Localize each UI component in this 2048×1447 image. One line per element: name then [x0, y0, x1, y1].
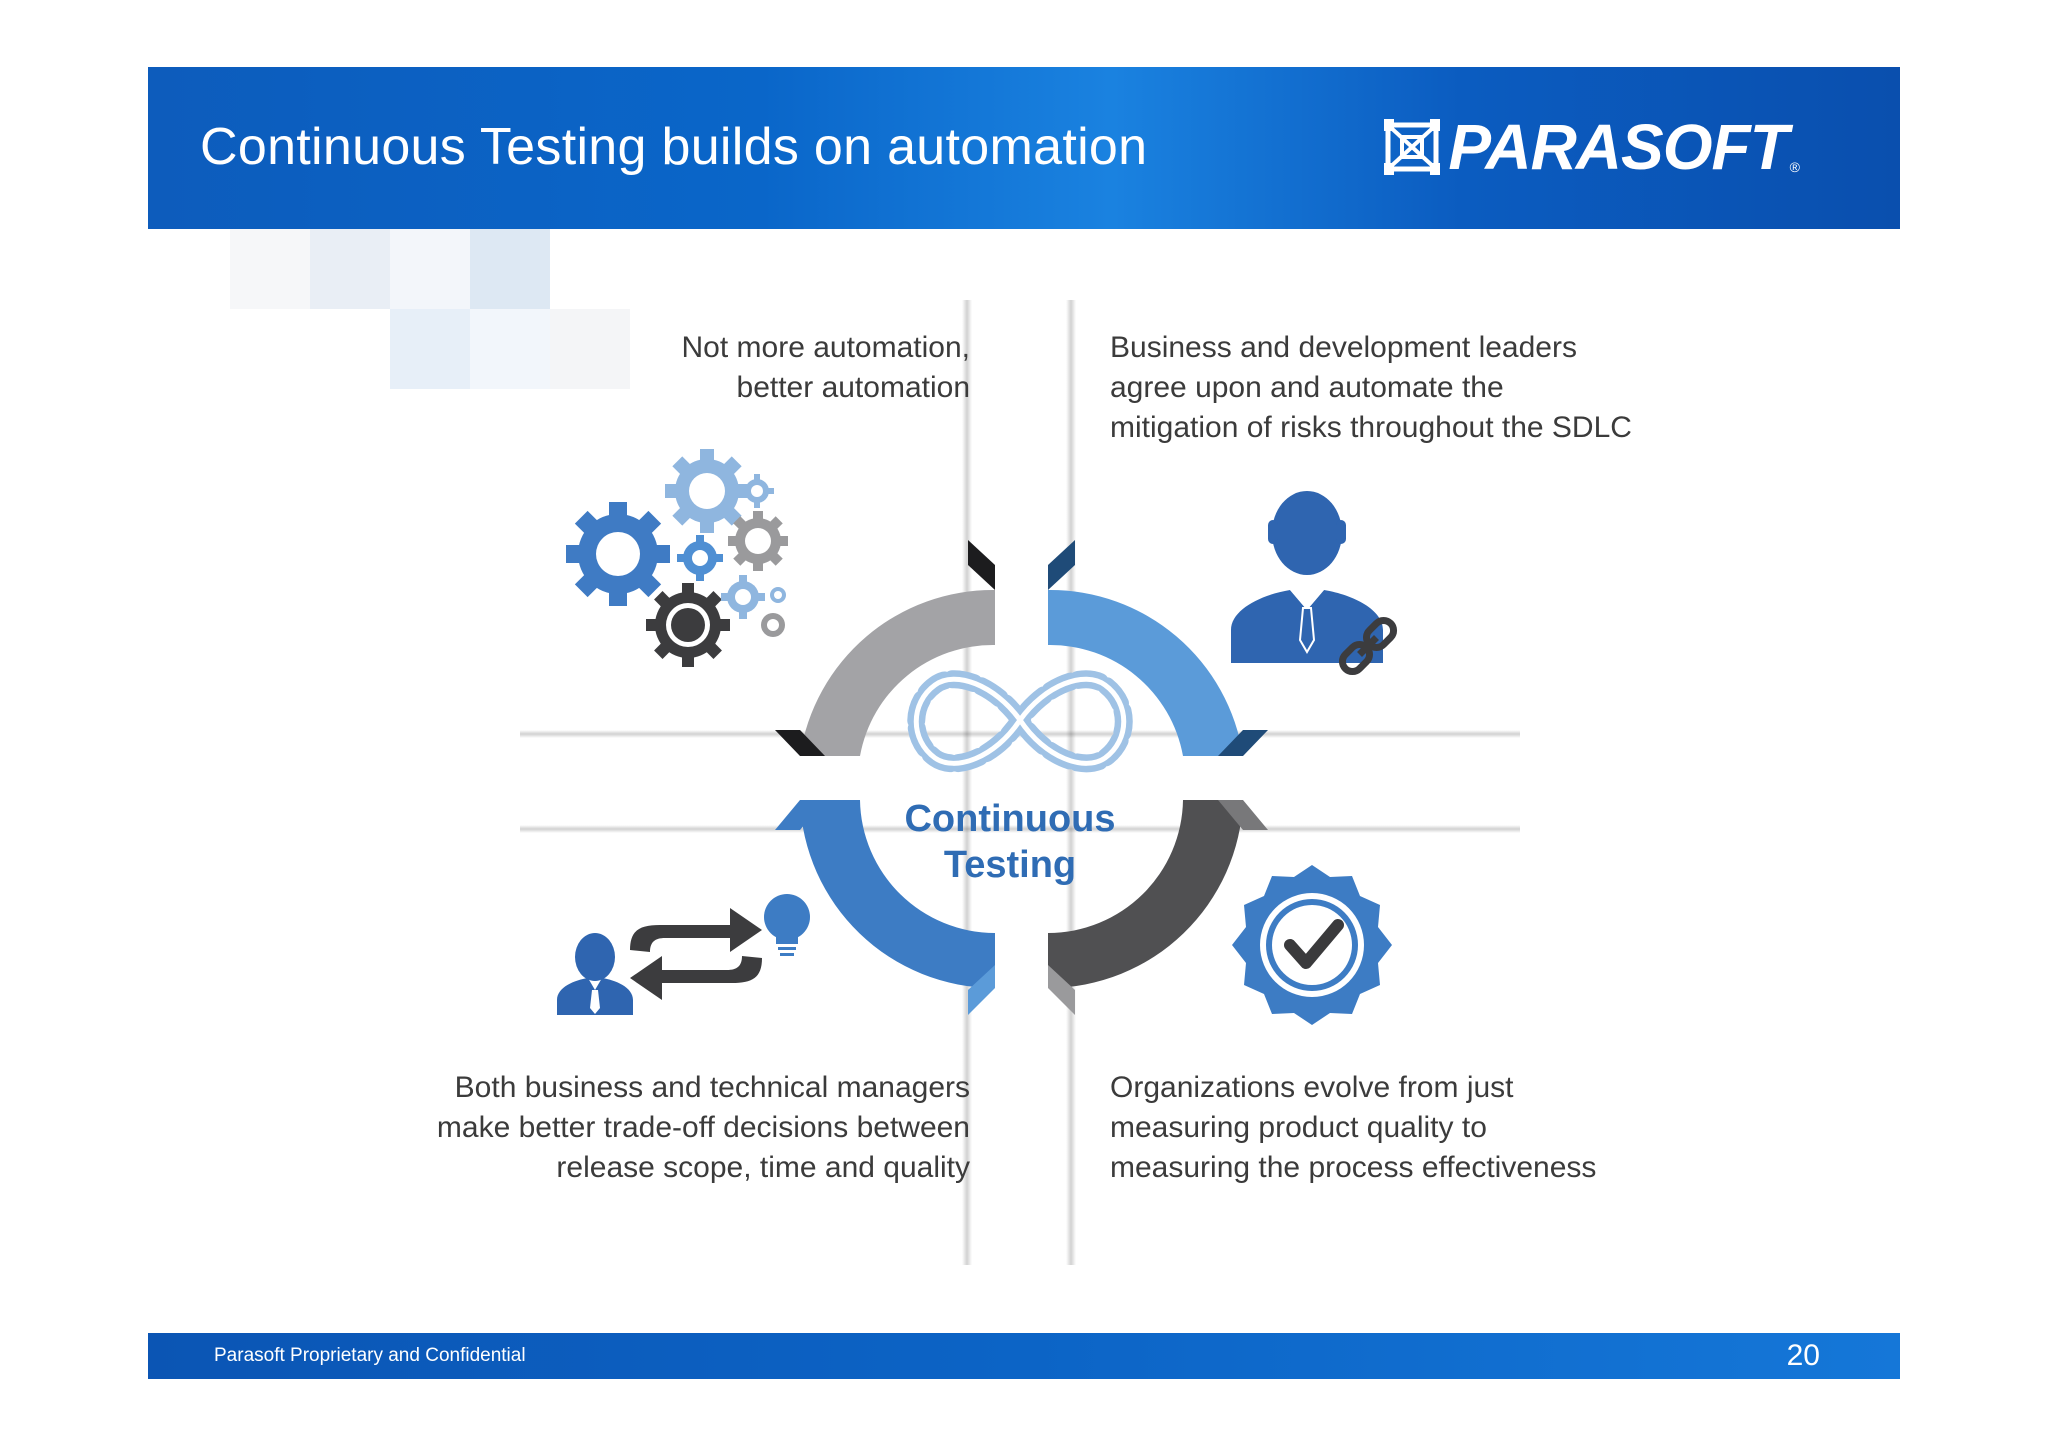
page-number: 20 [1786, 1339, 1820, 1372]
center-label: Continuous Testing [900, 796, 1120, 888]
business-person-link-icon [1231, 491, 1398, 676]
parasoft-logo-text: PARASOFT [1448, 111, 1788, 183]
tile [470, 309, 550, 389]
text-line: Organizations evolve from just [1110, 1071, 1514, 1104]
ring-segment-bottom-left [800, 800, 995, 989]
tile [230, 229, 310, 309]
tile [550, 309, 630, 389]
fold-tab [1218, 800, 1268, 830]
ring-segment-bottom-right [1048, 800, 1243, 989]
center-label-line: Testing [943, 844, 1077, 886]
tile [310, 229, 390, 309]
fold-tab [1048, 540, 1075, 590]
text-line: Business and development leaders [1110, 331, 1577, 364]
fold-tab [968, 540, 995, 590]
registered-mark: ® [1789, 159, 1800, 175]
text-line: mitigation of risks throughout the SDLC [1110, 411, 1632, 444]
decorative-tiles [230, 229, 630, 389]
text-line: make better trade-off decisions between [436, 1111, 970, 1144]
fold-tab [1218, 730, 1268, 756]
tile [390, 309, 470, 389]
person-exchange-idea-icon [557, 894, 810, 1015]
confidential-notice: Parasoft Proprietary and Confidential [214, 1345, 526, 1366]
ring-segment-top-right [1048, 589, 1243, 756]
text-line: release scope, time and quality [556, 1151, 970, 1184]
continuous-testing-diagram: Not more automation, better automation B… [437, 290, 1632, 1270]
footer-bar: Parasoft Proprietary and Confidential 20 [148, 1333, 1900, 1379]
checkmark-badge-icon [1232, 865, 1392, 1025]
parasoft-logo-mark-icon [1384, 119, 1441, 175]
quadrant-text-bottom-left: Both business and technical managers mak… [410, 1068, 970, 1188]
fold-tab [968, 965, 995, 1015]
quadrant-text-top-left: Not more automation, better automation [510, 328, 970, 408]
fold-tab [775, 730, 825, 756]
slide-title: Continuous Testing builds on automation [200, 118, 1148, 176]
text-line: Not more automation, [681, 331, 970, 364]
ring-segment-top-left [800, 589, 995, 756]
infinity-icon [907, 670, 1133, 773]
gears-icon [566, 449, 788, 667]
text-line: Both business and technical managers [454, 1071, 970, 1104]
text-line: measuring product quality to [1110, 1111, 1487, 1144]
parasoft-logo: PARASOFT ® [1384, 115, 1800, 179]
center-label-line: Continuous [904, 798, 1116, 840]
tile [470, 229, 550, 309]
text-line: agree upon and automate the [1110, 371, 1504, 404]
diagram-graphics [520, 300, 1520, 1265]
quadrant-text-bottom-right: Organizations evolve from just measuring… [1110, 1068, 1670, 1188]
text-line: better automation [736, 371, 970, 404]
title-bar: Continuous Testing builds on automation … [148, 67, 1900, 229]
fold-tab [775, 800, 825, 830]
text-line: measuring the process effectiveness [1110, 1151, 1597, 1184]
ring [775, 540, 1268, 1015]
tile [390, 229, 470, 309]
fold-tab [1048, 965, 1075, 1015]
quadrant-text-top-right: Business and development leaders agree u… [1110, 328, 1670, 448]
